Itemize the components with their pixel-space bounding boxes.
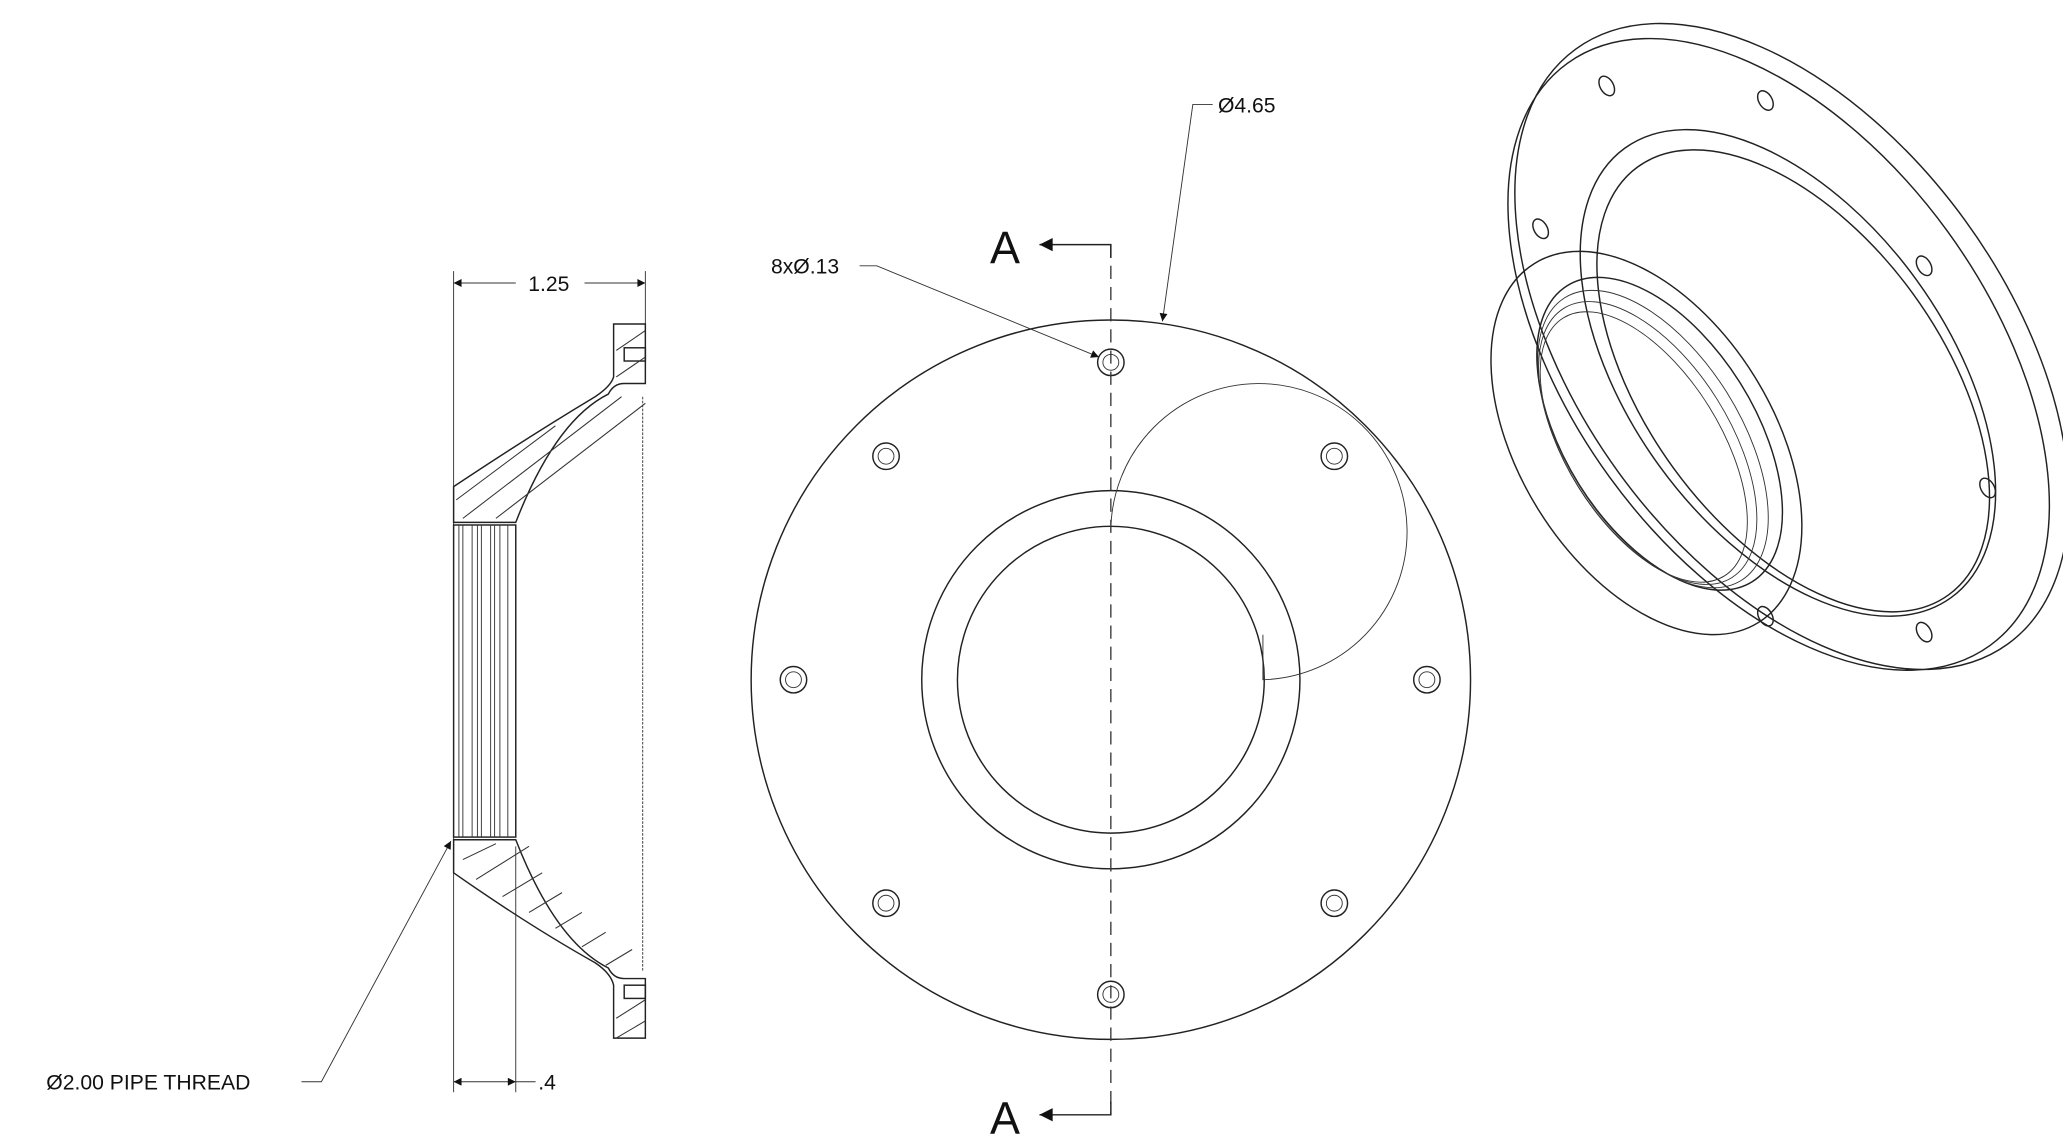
diameter-callout: Ø4.65 bbox=[1159, 94, 1276, 322]
dimension-label: 1.25 bbox=[528, 273, 569, 296]
bolt-hole bbox=[1320, 889, 1349, 918]
bolt-hole bbox=[872, 889, 900, 918]
section-marker-top: A bbox=[990, 222, 1112, 273]
bolt-hole bbox=[1320, 442, 1349, 471]
dimension-overall-depth: 1.25 bbox=[453, 273, 646, 296]
hole-callout: 8xØ.13 bbox=[771, 256, 1100, 358]
section-view: 1.25 .4 bbox=[46, 271, 647, 1095]
section-label: A bbox=[990, 1092, 1020, 1143]
dimension-label: .4 bbox=[538, 1072, 556, 1095]
hole-callout-label: 8xØ.13 bbox=[771, 256, 839, 279]
iso-bolt-holes bbox=[1532, 75, 1997, 643]
bolt-hole bbox=[779, 665, 808, 694]
diameter-callout-label: Ø4.65 bbox=[1218, 94, 1276, 117]
bolt-hole bbox=[1412, 665, 1441, 694]
dimension-thread-depth: .4 bbox=[453, 1072, 556, 1095]
thread-callout: Ø2.00 PIPE THREAD bbox=[46, 840, 452, 1095]
section-label: A bbox=[990, 222, 1020, 273]
section-marker-bottom: A bbox=[990, 1092, 1112, 1143]
thread-callout-label: Ø2.00 PIPE THREAD bbox=[46, 1072, 250, 1095]
front-view: A A 8xØ.13 Ø4.65 bbox=[750, 94, 1472, 1143]
section-hatching bbox=[455, 330, 646, 1039]
isometric-view bbox=[1490, 22, 2063, 671]
bolt-hole bbox=[872, 442, 900, 471]
pipe-thread bbox=[452, 524, 517, 838]
